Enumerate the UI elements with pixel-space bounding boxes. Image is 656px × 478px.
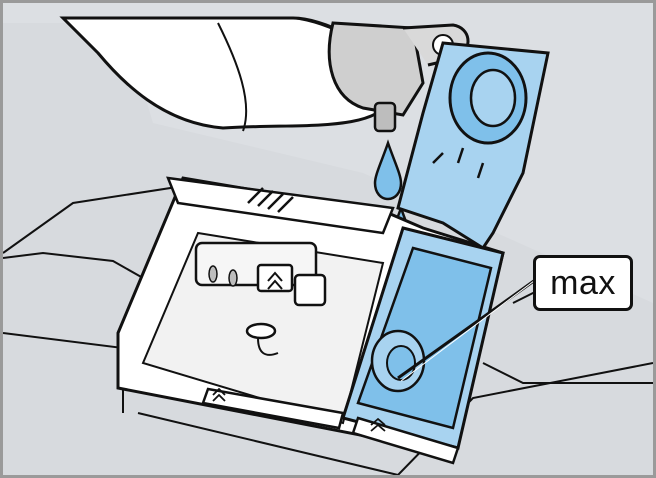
max-callout-label: max	[533, 255, 633, 311]
dishwasher-dispenser-illustration	[3, 3, 653, 475]
